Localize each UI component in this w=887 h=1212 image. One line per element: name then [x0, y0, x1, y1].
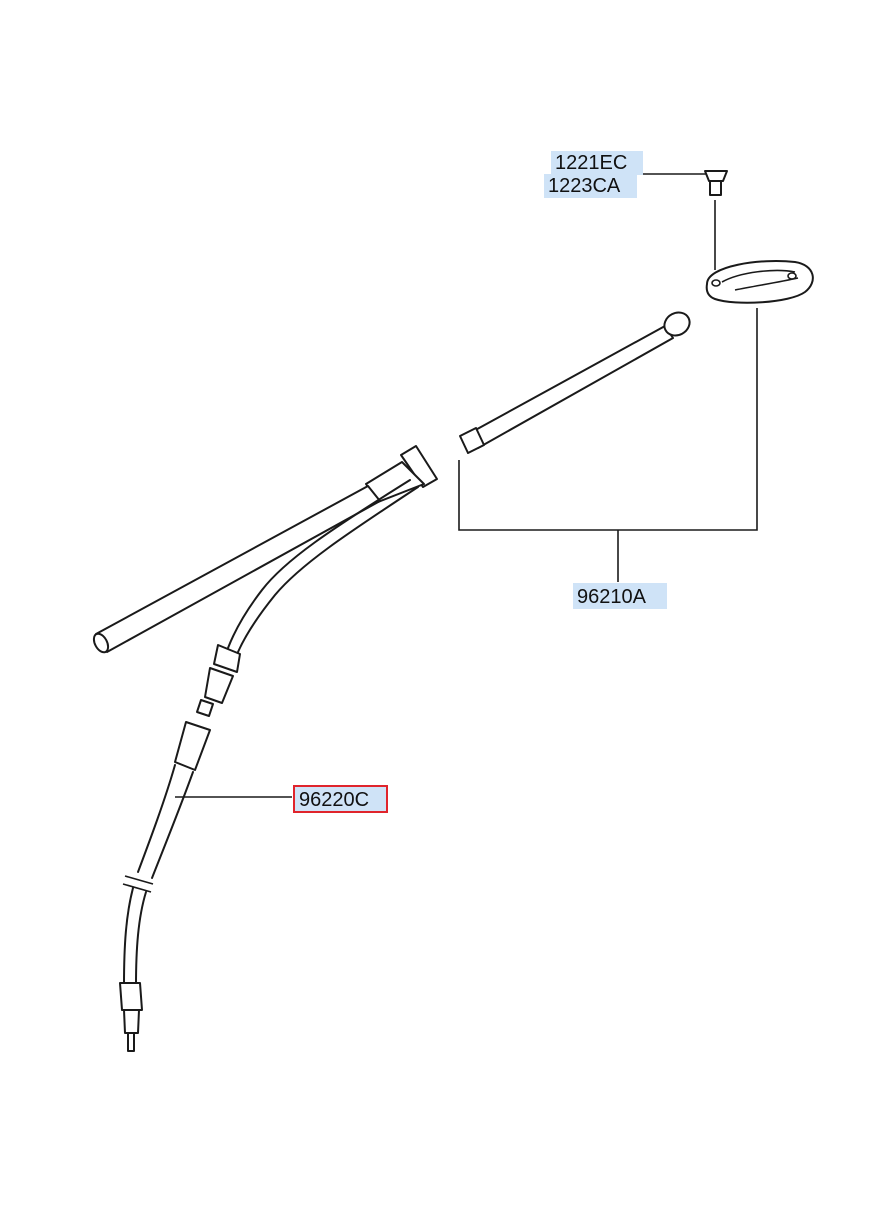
part-label-96220c[interactable]: 96220C	[293, 785, 388, 813]
cable-part	[119, 479, 419, 1052]
leader-antenna-bracket	[458, 308, 758, 531]
mounting-base-part	[705, 259, 814, 304]
part-label-1223ca[interactable]: 1223CA	[544, 174, 637, 198]
screw-part	[704, 170, 728, 270]
part-label-1221ec[interactable]: 1221EC	[551, 151, 643, 175]
antenna-mast-part	[92, 311, 691, 654]
leader-lines	[175, 173, 758, 798]
part-label-96210a[interactable]: 96210A	[573, 583, 667, 609]
